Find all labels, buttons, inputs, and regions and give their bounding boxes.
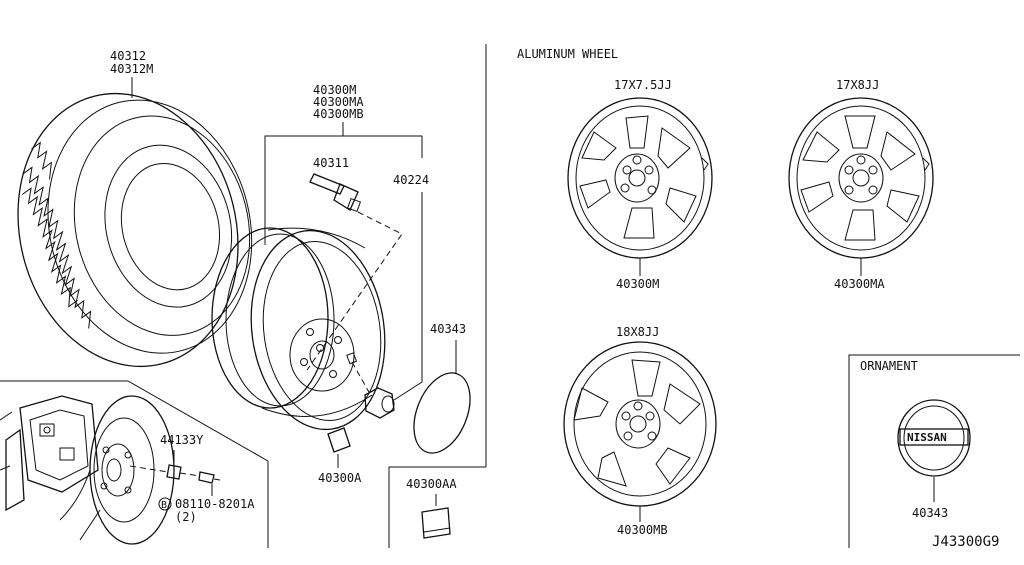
ornament-part: 40343: [912, 506, 948, 520]
diagram-code: J43300G9: [932, 534, 999, 550]
ornament-logo-text: NISSAN: [907, 431, 947, 444]
wheel-assy-callout: 40300M 40300MA 40300MB: [264, 83, 423, 245]
bolt-circle-letter: B: [161, 500, 167, 511]
wheel-assy-label-2: 40300MA: [313, 95, 364, 109]
tire-graphic[interactable]: [0, 67, 280, 390]
aluminum-wheel-1[interactable]: [567, 97, 713, 259]
wheel-assy-label-3: 40300MB: [313, 107, 364, 121]
wheel-2-size: 17X8JJ: [836, 78, 879, 92]
bolt-graphic[interactable]: [198, 471, 221, 484]
weight-box-part-label: 40300AA: [406, 477, 457, 491]
balance-weight-graphic[interactable]: [327, 427, 351, 453]
aluminum-wheel-3[interactable]: [563, 341, 717, 507]
center-cap-graphic[interactable]: [403, 365, 481, 462]
bolt-circle-mark: [158, 497, 172, 511]
tire-part-label-alt: 40312M: [110, 62, 153, 76]
valve-part-label: 40311: [313, 156, 349, 170]
weight-box: 40300AA: [388, 466, 486, 548]
nut-part-label: 40224: [393, 173, 429, 187]
center-cap-part-label: 40343: [430, 322, 466, 336]
aluminum-wheel-title: ALUMINUM WHEEL: [517, 47, 618, 61]
ornament-section: ORNAMENT NISSAN 40343: [848, 354, 1020, 548]
brake-assembly-graphic[interactable]: [0, 395, 175, 545]
hub-bolt-graphic[interactable]: [166, 464, 182, 480]
aluminum-wheel-2[interactable]: [788, 97, 934, 259]
wheel-1-part: 40300M: [616, 277, 659, 291]
hub-inset: 44133Y B 08110-8201A (2): [0, 380, 269, 548]
ornament-title: ORNAMENT: [860, 359, 918, 373]
bolt-quantity: (2): [175, 510, 197, 524]
tire-part-label: 40312: [110, 49, 146, 63]
adhesive-weight-graphic[interactable]: [421, 507, 451, 539]
bolt-part-number: 08110-8201A: [175, 497, 255, 511]
tire-callout: 40312 40312M: [110, 49, 153, 98]
wheel-nut-graphic[interactable]: [364, 387, 395, 419]
valve-stem-graphic[interactable]: [309, 173, 362, 213]
hub-bolt-label: 44133Y: [160, 433, 204, 447]
wheel-assy-label-1: 40300M: [313, 83, 356, 97]
wheel-1-size: 17X7.5JJ: [614, 78, 672, 92]
wheel-2-part: 40300MA: [834, 277, 885, 291]
ornament-emblem[interactable]: NISSAN: [897, 399, 971, 477]
wheel-3-part: 40300MB: [617, 523, 668, 537]
wheel-3-size: 18X8JJ: [616, 325, 659, 339]
balance-weight-label: 40300A: [318, 471, 362, 485]
steel-wheel-graphic[interactable]: [211, 222, 397, 438]
